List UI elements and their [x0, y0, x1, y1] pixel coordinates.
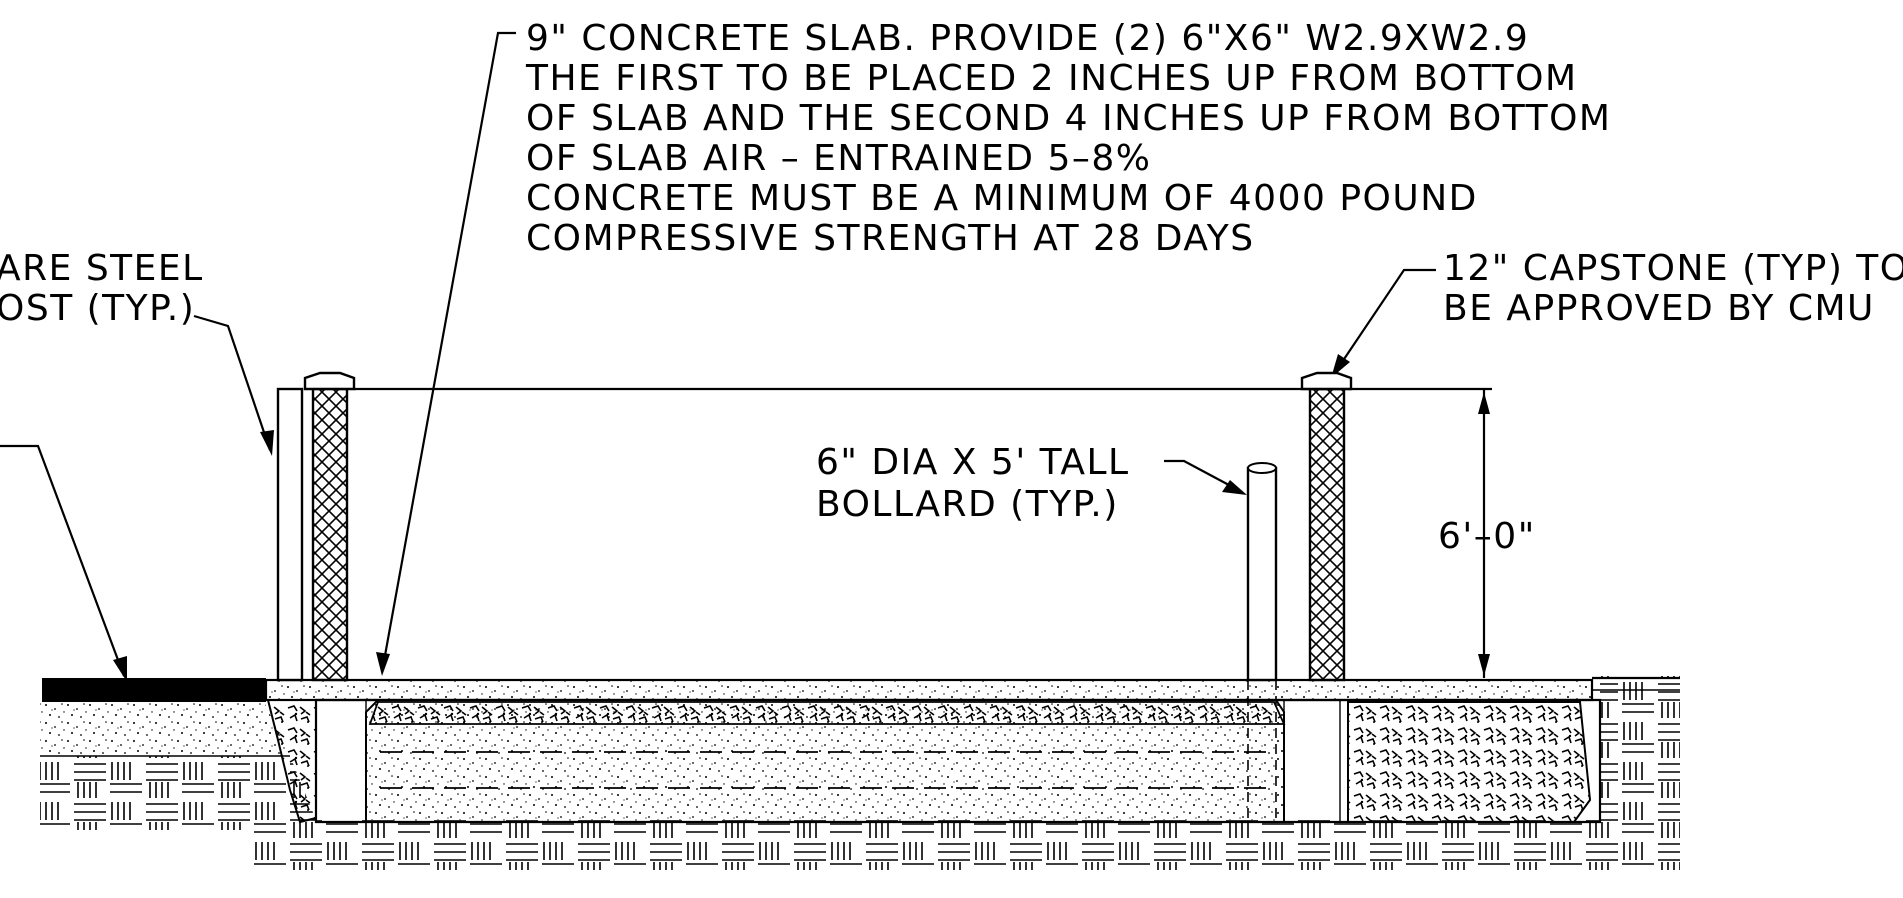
concrete-slab: [264, 678, 1602, 824]
asphalt-layer: [42, 678, 266, 702]
slab-note-line-6: COMPRESSIVE STRENGTH AT 28 DAYS: [526, 218, 1255, 259]
bollard-note-line-1: 6" DIA X 5' TALL: [816, 442, 1130, 483]
slab-note: 9" CONCRETE SLAB. PROVIDE (2) 6"X6" W2.9…: [525, 18, 1611, 259]
left-base-course: [40, 702, 290, 756]
post-note-line-1: ARE STEEL: [0, 248, 204, 289]
bollard: [1246, 462, 1278, 822]
capstone-note: 12" CAPSTONE (TYP) TO BE APPROVED BY CMU: [1443, 248, 1903, 329]
bollard-note: 6" DIA X 5' TALL BOLLARD (TYP.): [816, 442, 1130, 525]
post-note: ARE STEEL OST (TYP.): [0, 248, 204, 329]
capstone-note-line-2: BE APPROVED BY CMU: [1443, 288, 1875, 329]
left-pillar: [303, 371, 356, 682]
steel-post: [276, 387, 304, 682]
slab-note-line-1: 9" CONCRETE SLAB. PROVIDE (2) 6"X6" W2.9…: [526, 18, 1529, 59]
right-pillar: [1300, 371, 1353, 682]
leader-lines: [0, 31, 1436, 682]
slab-note-line-2: THE FIRST TO BE PLACED 2 INCHES UP FROM …: [525, 58, 1578, 99]
height-dimension-label: 6'–0": [1438, 516, 1536, 557]
slab-note-line-3: OF SLAB AND THE SECOND 4 INCHES UP FROM …: [526, 98, 1611, 139]
post-note-line-2: OST (TYP.): [0, 288, 195, 329]
capstone-note-line-1: 12" CAPSTONE (TYP) TO: [1443, 248, 1903, 289]
slab-note-line-4: OF SLAB AIR – ENTRAINED 5–8%: [526, 138, 1151, 179]
bollard-note-line-2: BOLLARD (TYP.): [816, 484, 1119, 525]
slab-note-line-5: CONCRETE MUST BE A MINIMUM OF 4000 POUND: [526, 178, 1478, 219]
